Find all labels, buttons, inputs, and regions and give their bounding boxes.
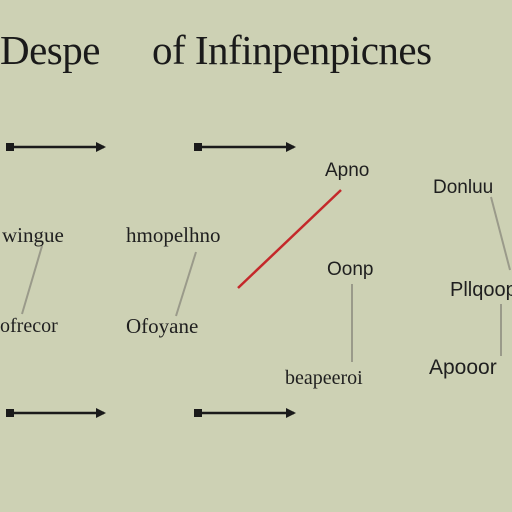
connector-center — [175, 251, 197, 317]
arrow-top-right — [194, 142, 296, 152]
connector-far-right-top — [490, 196, 511, 271]
label-right-center: Oonp — [327, 259, 374, 280]
label-far-right-low: Apooor — [429, 356, 497, 379]
label-left-low: ofrecor — [0, 315, 58, 337]
label-left-mid: wingue — [2, 223, 64, 247]
arrow-bottom-left — [6, 408, 106, 418]
title-right: of Infinpenpicnes — [152, 27, 432, 73]
title-left: Despe — [0, 27, 100, 73]
label-bottom-center: beapeeroi — [285, 367, 363, 389]
label-far-right-mid: Pllqoop — [450, 279, 512, 301]
label-far-right-top: Donluu — [433, 177, 494, 198]
label-center-mid: hmopelhno — [126, 223, 221, 247]
arrow-top-left — [6, 142, 106, 152]
label-center-low: Ofoyane — [126, 314, 199, 338]
label-top-right-small: Apno — [325, 160, 370, 181]
connector-left — [21, 245, 43, 315]
arrow-bottom-right — [194, 408, 296, 418]
red-diagonal-line — [237, 189, 342, 289]
